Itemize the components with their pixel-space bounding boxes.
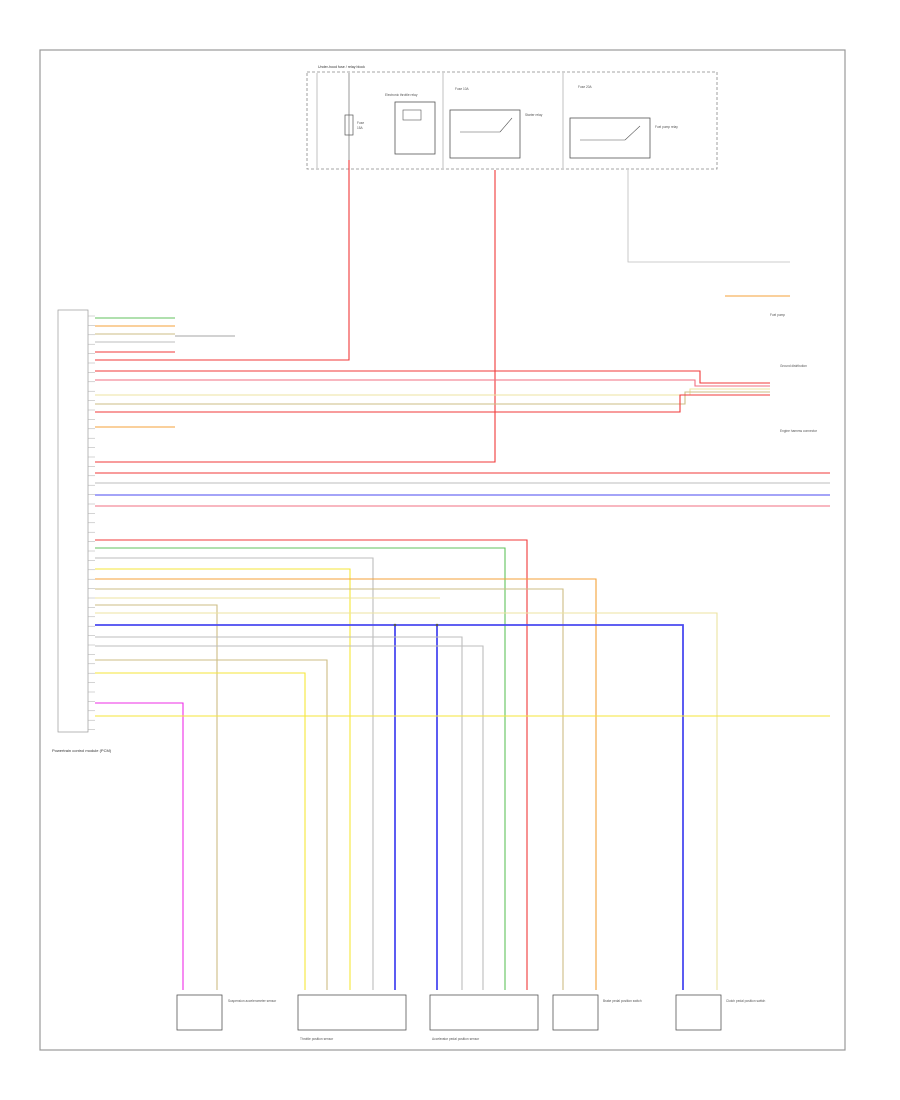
wire-20 [95, 539, 528, 990]
fuse-relay-block: Under-hood fuse / relay block Fuse 15A E… [306, 65, 718, 170]
wire-0 [95, 160, 350, 361]
diagram-border [39, 49, 846, 1051]
wire-32 [95, 636, 463, 990]
svg-text:Accelerator pedal position sen: Accelerator pedal position sensor [432, 1037, 480, 1041]
brake-pedal-switch: Brake pedal position switch [552, 994, 642, 1031]
wire-13 [95, 388, 770, 396]
splice-dot [435, 623, 439, 627]
wires-group [88, 160, 830, 990]
wire-35 [95, 672, 306, 990]
splice-dot [393, 623, 397, 627]
wire-15 [95, 394, 770, 413]
svg-text:15A: 15A [357, 126, 364, 130]
wire-11 [95, 370, 770, 384]
bottom-components: Suspension accelerometer sensor Throttle… [176, 994, 766, 1041]
svg-text:Brake pedal position switch: Brake pedal position switch [603, 999, 642, 1003]
wire-33 [95, 645, 484, 990]
throttle-position-sensor: Throttle position sensor [297, 994, 407, 1041]
fuel-pump-label: Fuel pump [770, 313, 785, 317]
svg-text:Clutch pedal position switch: Clutch pedal position switch [726, 999, 766, 1003]
pcm-connector: Powertrain control module (PCM) [52, 309, 112, 753]
wire-21 [95, 547, 506, 990]
wire-23 [95, 568, 351, 990]
clutch-pedal-switch: Clutch pedal position switch [675, 994, 766, 1031]
svg-text:Fuel pump relay: Fuel pump relay [655, 125, 678, 129]
suspension-sensor: Suspension accelerometer sensor [176, 994, 277, 1031]
wire-29 [95, 624, 684, 990]
wire-28 [95, 612, 718, 990]
wire-2 [627, 170, 790, 263]
ground-label: Ground distribution [780, 364, 807, 368]
svg-text:Fuse 10A: Fuse 10A [455, 87, 470, 91]
wire-1 [95, 170, 496, 463]
wire-34 [95, 659, 328, 990]
svg-text:Starter relay: Starter relay [525, 113, 543, 117]
fuse-block-title: Under-hood fuse / relay block [318, 65, 365, 69]
svg-text:Suspension accelerometer senso: Suspension accelerometer sensor [228, 999, 277, 1003]
wire-36 [95, 702, 184, 990]
svg-text:Fuse 20A: Fuse 20A [578, 85, 593, 89]
wire-25 [95, 588, 564, 990]
fuel-pump-relay: Fuse 20A Fuel pump relay [569, 85, 678, 159]
pcm-label: Powertrain control module (PCM) [52, 748, 112, 753]
accelerator-pedal-sensor: Accelerator pedal position sensor [429, 994, 539, 1041]
fuse-a: Fuse 15A [344, 73, 364, 160]
svg-text:Fuse: Fuse [357, 121, 364, 125]
starter-relay: Fuse 10A Starter relay [449, 87, 543, 159]
wire-27 [95, 604, 218, 990]
svg-text:Throttle position sensor: Throttle position sensor [300, 1037, 334, 1041]
electronic-throttle-relay: Electronic throttle relay [385, 93, 436, 155]
wire-22 [95, 557, 374, 990]
svg-text:Electronic throttle relay: Electronic throttle relay [385, 93, 418, 97]
wire-12 [95, 379, 770, 387]
wire-14 [95, 391, 770, 405]
engine-harness-label: Engine harness connector [780, 429, 818, 433]
wire-24 [95, 578, 597, 990]
